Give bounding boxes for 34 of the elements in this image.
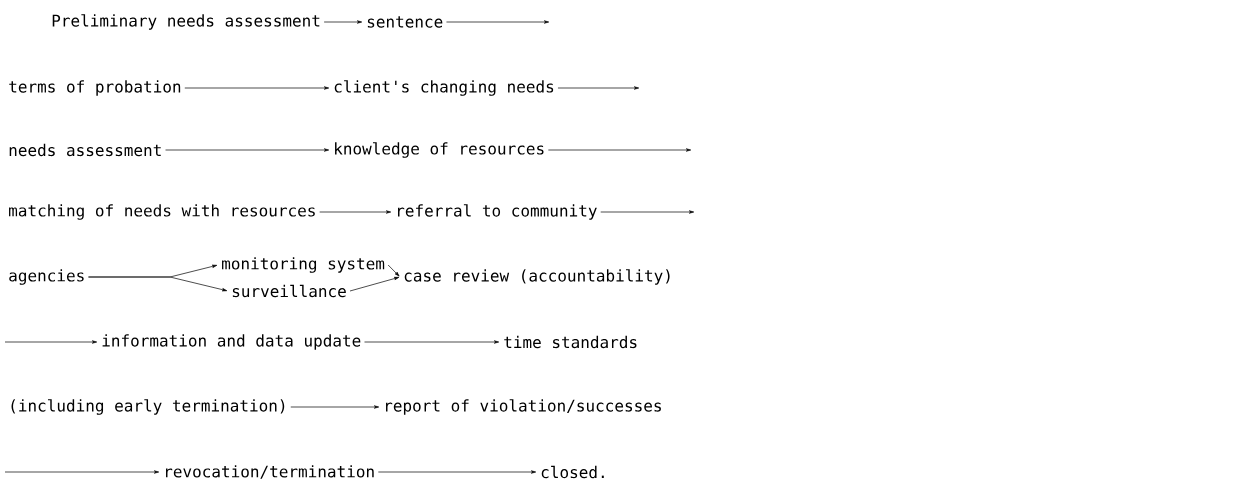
- flow-text: revocation/termination: [166, 465, 374, 479]
- flow-text: monitoring system: [222, 257, 385, 273]
- flow-text: needs assessment: [9, 143, 161, 157]
- arrow: [600, 210, 695, 214]
- flow-text: surveillance: [232, 284, 346, 298]
- arrow: [88, 276, 228, 292]
- flow-text: case review (accountability): [404, 269, 670, 285]
- arrow: [165, 148, 330, 152]
- arrow: [377, 470, 537, 474]
- arrow: [548, 148, 692, 152]
- arrow: [323, 20, 363, 24]
- flow-text: matching of needs with resources: [9, 204, 315, 220]
- flow-text: information and data update: [102, 334, 361, 350]
- flow-text: closed.: [541, 465, 604, 479]
- arrow: [4, 340, 98, 344]
- flow-text: sentence: [367, 16, 443, 28]
- arrow: [290, 405, 380, 409]
- flow-text: time standards: [504, 335, 637, 349]
- arrow: [184, 86, 330, 90]
- arrow: [557, 86, 640, 90]
- flow-text: knowledge of resources: [335, 142, 544, 158]
- flow-text: Preliminary needs assessment: [52, 14, 320, 30]
- flow-text: agencies: [9, 269, 84, 285]
- arrow: [446, 20, 550, 24]
- arrow: [349, 276, 400, 292]
- arrow: [319, 210, 392, 214]
- flow-text: referral to community: [398, 204, 597, 220]
- arrow: [387, 264, 400, 277]
- flow-text: report of violation/successes: [386, 399, 661, 415]
- flow-text: (including early termination): [11, 399, 285, 415]
- flow-text: client's changing needs: [334, 80, 554, 96]
- flow-text: terms of probation: [9, 80, 181, 96]
- arrow: [364, 340, 500, 344]
- arrow: [4, 470, 160, 474]
